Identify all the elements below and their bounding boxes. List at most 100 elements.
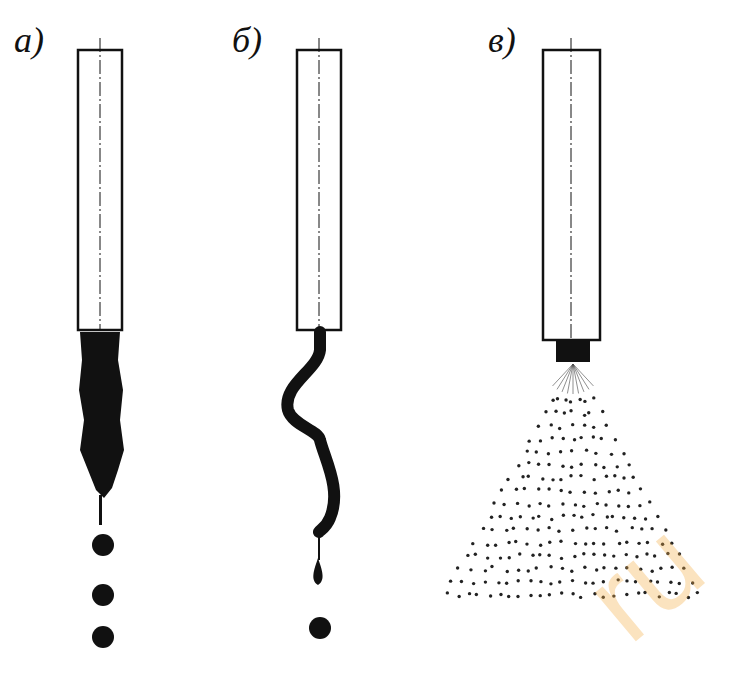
spray-droplet — [539, 594, 542, 597]
spray-droplet — [550, 423, 553, 426]
spray-droplet — [639, 487, 642, 490]
figure-letter: в) — [488, 22, 516, 58]
spray-droplet — [510, 517, 513, 520]
spray-droplet — [514, 540, 517, 543]
spray-droplet — [502, 503, 505, 506]
spray-droplet — [456, 566, 459, 569]
center-line — [571, 38, 572, 340]
spray-droplet — [521, 475, 524, 478]
spray-droplet — [541, 477, 544, 480]
spray-droplet — [550, 436, 553, 439]
spray-droplet — [527, 504, 530, 507]
spray-droplet — [579, 596, 582, 599]
spray-droplet — [551, 399, 554, 402]
spray-droplet — [551, 478, 554, 481]
spray-droplet — [547, 452, 550, 455]
spray-droplet — [537, 515, 540, 518]
spray-droplet — [592, 478, 595, 481]
spray-droplet — [527, 475, 530, 478]
spray-ray — [573, 364, 593, 386]
spray-droplet — [627, 463, 630, 466]
spray-droplet — [578, 398, 581, 401]
spray-droplet — [561, 464, 564, 467]
spray-droplet — [608, 490, 611, 493]
spray-droplet — [584, 542, 587, 545]
spray-droplet — [547, 554, 550, 557]
spray-droplet — [550, 518, 553, 521]
spray-droplet — [486, 556, 489, 559]
spray-droplet — [548, 593, 551, 596]
spray-droplet — [523, 487, 526, 490]
spray-droplet — [594, 527, 597, 530]
spray-droplet — [525, 527, 528, 530]
spray-droplet — [499, 556, 502, 559]
spray-droplet — [614, 438, 617, 441]
spray-droplet — [585, 448, 588, 451]
continuous-jet — [79, 332, 124, 648]
spray-droplet — [596, 502, 599, 505]
spray-ray — [573, 364, 589, 389]
spray-droplet — [484, 580, 487, 583]
spray-droplet — [616, 465, 619, 468]
spray-droplet — [554, 410, 557, 413]
spray-droplet — [506, 570, 509, 573]
spray-droplet — [557, 530, 560, 533]
spray-droplet — [526, 449, 529, 452]
spray-droplet — [506, 478, 509, 481]
spray-droplet — [559, 540, 562, 543]
spray-droplet — [471, 542, 474, 545]
spray-droplet — [489, 594, 492, 597]
spray-droplet — [549, 582, 552, 585]
spray-droplet — [592, 396, 595, 399]
spray-droplet — [466, 554, 469, 557]
spray-droplet — [469, 568, 472, 571]
spray-droplet — [531, 516, 534, 519]
spray-droplet — [494, 544, 497, 547]
watermark: ru — [564, 500, 723, 661]
spray-droplet — [460, 580, 463, 583]
spray-droplet — [517, 464, 520, 467]
spray-droplet — [539, 580, 542, 583]
spray-droplet — [622, 476, 625, 479]
spray-droplet — [512, 527, 515, 530]
spray-droplet — [475, 593, 478, 596]
spray-droplet — [517, 579, 520, 582]
spray-droplet — [582, 505, 585, 508]
spray-droplet — [580, 515, 583, 518]
spray-droplet — [631, 476, 634, 479]
spray-droplet — [492, 501, 495, 504]
spray-droplet — [594, 452, 597, 455]
spray-droplet — [556, 397, 559, 400]
spray-droplet — [627, 505, 630, 508]
spray-droplet — [547, 526, 550, 529]
spray-droplet — [604, 503, 607, 506]
spray-droplet — [507, 541, 510, 544]
spray-droplet — [602, 466, 605, 469]
spray-droplet — [611, 515, 614, 518]
spray-droplet — [538, 553, 541, 556]
spray-droplet — [591, 513, 594, 516]
spray-droplet — [583, 423, 586, 426]
wavy-jet — [287, 332, 334, 639]
spray-droplet — [449, 579, 452, 582]
spray-droplet — [537, 487, 540, 490]
spray-droplet — [587, 411, 590, 414]
spray-droplet — [547, 504, 550, 507]
spray-droplet — [508, 556, 511, 559]
spray-droplet — [574, 503, 577, 506]
spray-droplet — [525, 542, 528, 545]
spray-droplet — [548, 541, 551, 544]
spray-droplet — [622, 452, 625, 455]
figure-letter: а) — [14, 22, 44, 58]
spray-droplet — [570, 449, 573, 452]
spray-ray — [573, 364, 584, 392]
spray-droplet — [592, 426, 595, 429]
spray-droplet — [537, 463, 540, 466]
spray-droplet — [583, 414, 586, 417]
spray-droplet — [500, 488, 503, 491]
spray-droplet — [539, 544, 542, 547]
spray-droplet — [507, 595, 510, 598]
spray-droplet — [564, 398, 567, 401]
spray-droplet — [529, 579, 532, 582]
spray-droplet — [527, 461, 530, 464]
